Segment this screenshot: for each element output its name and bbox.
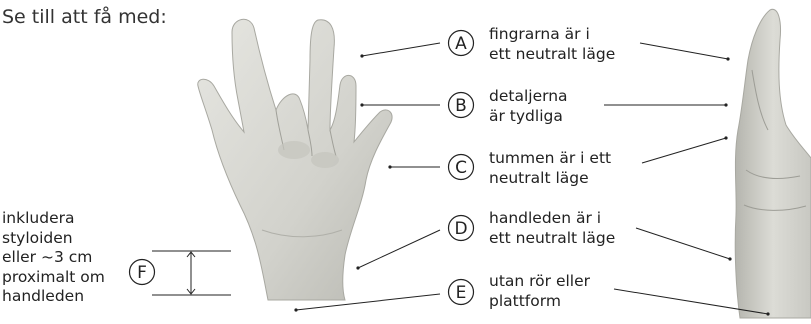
marker-f-letter: F bbox=[137, 263, 147, 283]
label-a-line2: ett neutralt läge bbox=[489, 44, 615, 64]
label-c-line1: tummen är i ett bbox=[489, 148, 611, 168]
intro-text: Se till att få med: bbox=[2, 6, 167, 28]
label-f-line2: styloiden bbox=[2, 229, 105, 249]
leader-d-right bbox=[636, 228, 730, 259]
label-c: tummen är i ett neutralt läge bbox=[489, 148, 611, 188]
label-b: detaljerna är tydliga bbox=[489, 86, 568, 126]
marker-b: B bbox=[449, 93, 474, 118]
label-b-line1: detaljerna bbox=[489, 86, 568, 106]
marker-a-letter: A bbox=[455, 34, 467, 54]
label-f-line4: proximalt om bbox=[2, 268, 105, 288]
marker-c-letter: C bbox=[455, 158, 467, 178]
leader-c-right bbox=[642, 138, 726, 163]
measure-bracket bbox=[152, 251, 231, 295]
label-d-line2: ett neutralt läge bbox=[489, 228, 615, 248]
marker-c: C bbox=[449, 155, 474, 180]
marker-e-letter: E bbox=[456, 283, 467, 303]
marker-a: A bbox=[449, 31, 474, 56]
label-e-line2: plattform bbox=[489, 291, 590, 311]
label-f-line3: eller ~3 cm bbox=[2, 248, 105, 268]
label-d-line1: handleden är i bbox=[489, 208, 615, 228]
leader-d-left bbox=[358, 230, 440, 268]
label-a: fingrarna är i ett neutralt läge bbox=[489, 24, 615, 64]
hand-side-image bbox=[735, 9, 811, 318]
marker-e: E bbox=[449, 280, 474, 305]
hand-front-image bbox=[198, 19, 392, 300]
leader-a-right bbox=[640, 43, 728, 59]
marker-d-letter: D bbox=[454, 219, 467, 239]
label-a-line1: fingrarna är i bbox=[489, 24, 615, 44]
label-d: handleden är i ett neutralt läge bbox=[489, 208, 615, 248]
marker-d: D bbox=[449, 216, 474, 241]
label-f-line1: inkludera bbox=[2, 209, 105, 229]
label-e-line1: utan rör eller bbox=[489, 271, 590, 291]
leader-a-left bbox=[362, 43, 440, 56]
marker-f: F bbox=[130, 260, 155, 285]
label-c-line2: neutralt läge bbox=[489, 168, 611, 188]
marker-b-letter: B bbox=[455, 96, 467, 116]
label-f-line5: handleden bbox=[2, 287, 105, 307]
label-f: inkludera styloiden eller ~3 cm proximal… bbox=[2, 209, 105, 307]
label-e: utan rör eller plattform bbox=[489, 271, 590, 311]
label-b-line2: är tydliga bbox=[489, 106, 568, 126]
